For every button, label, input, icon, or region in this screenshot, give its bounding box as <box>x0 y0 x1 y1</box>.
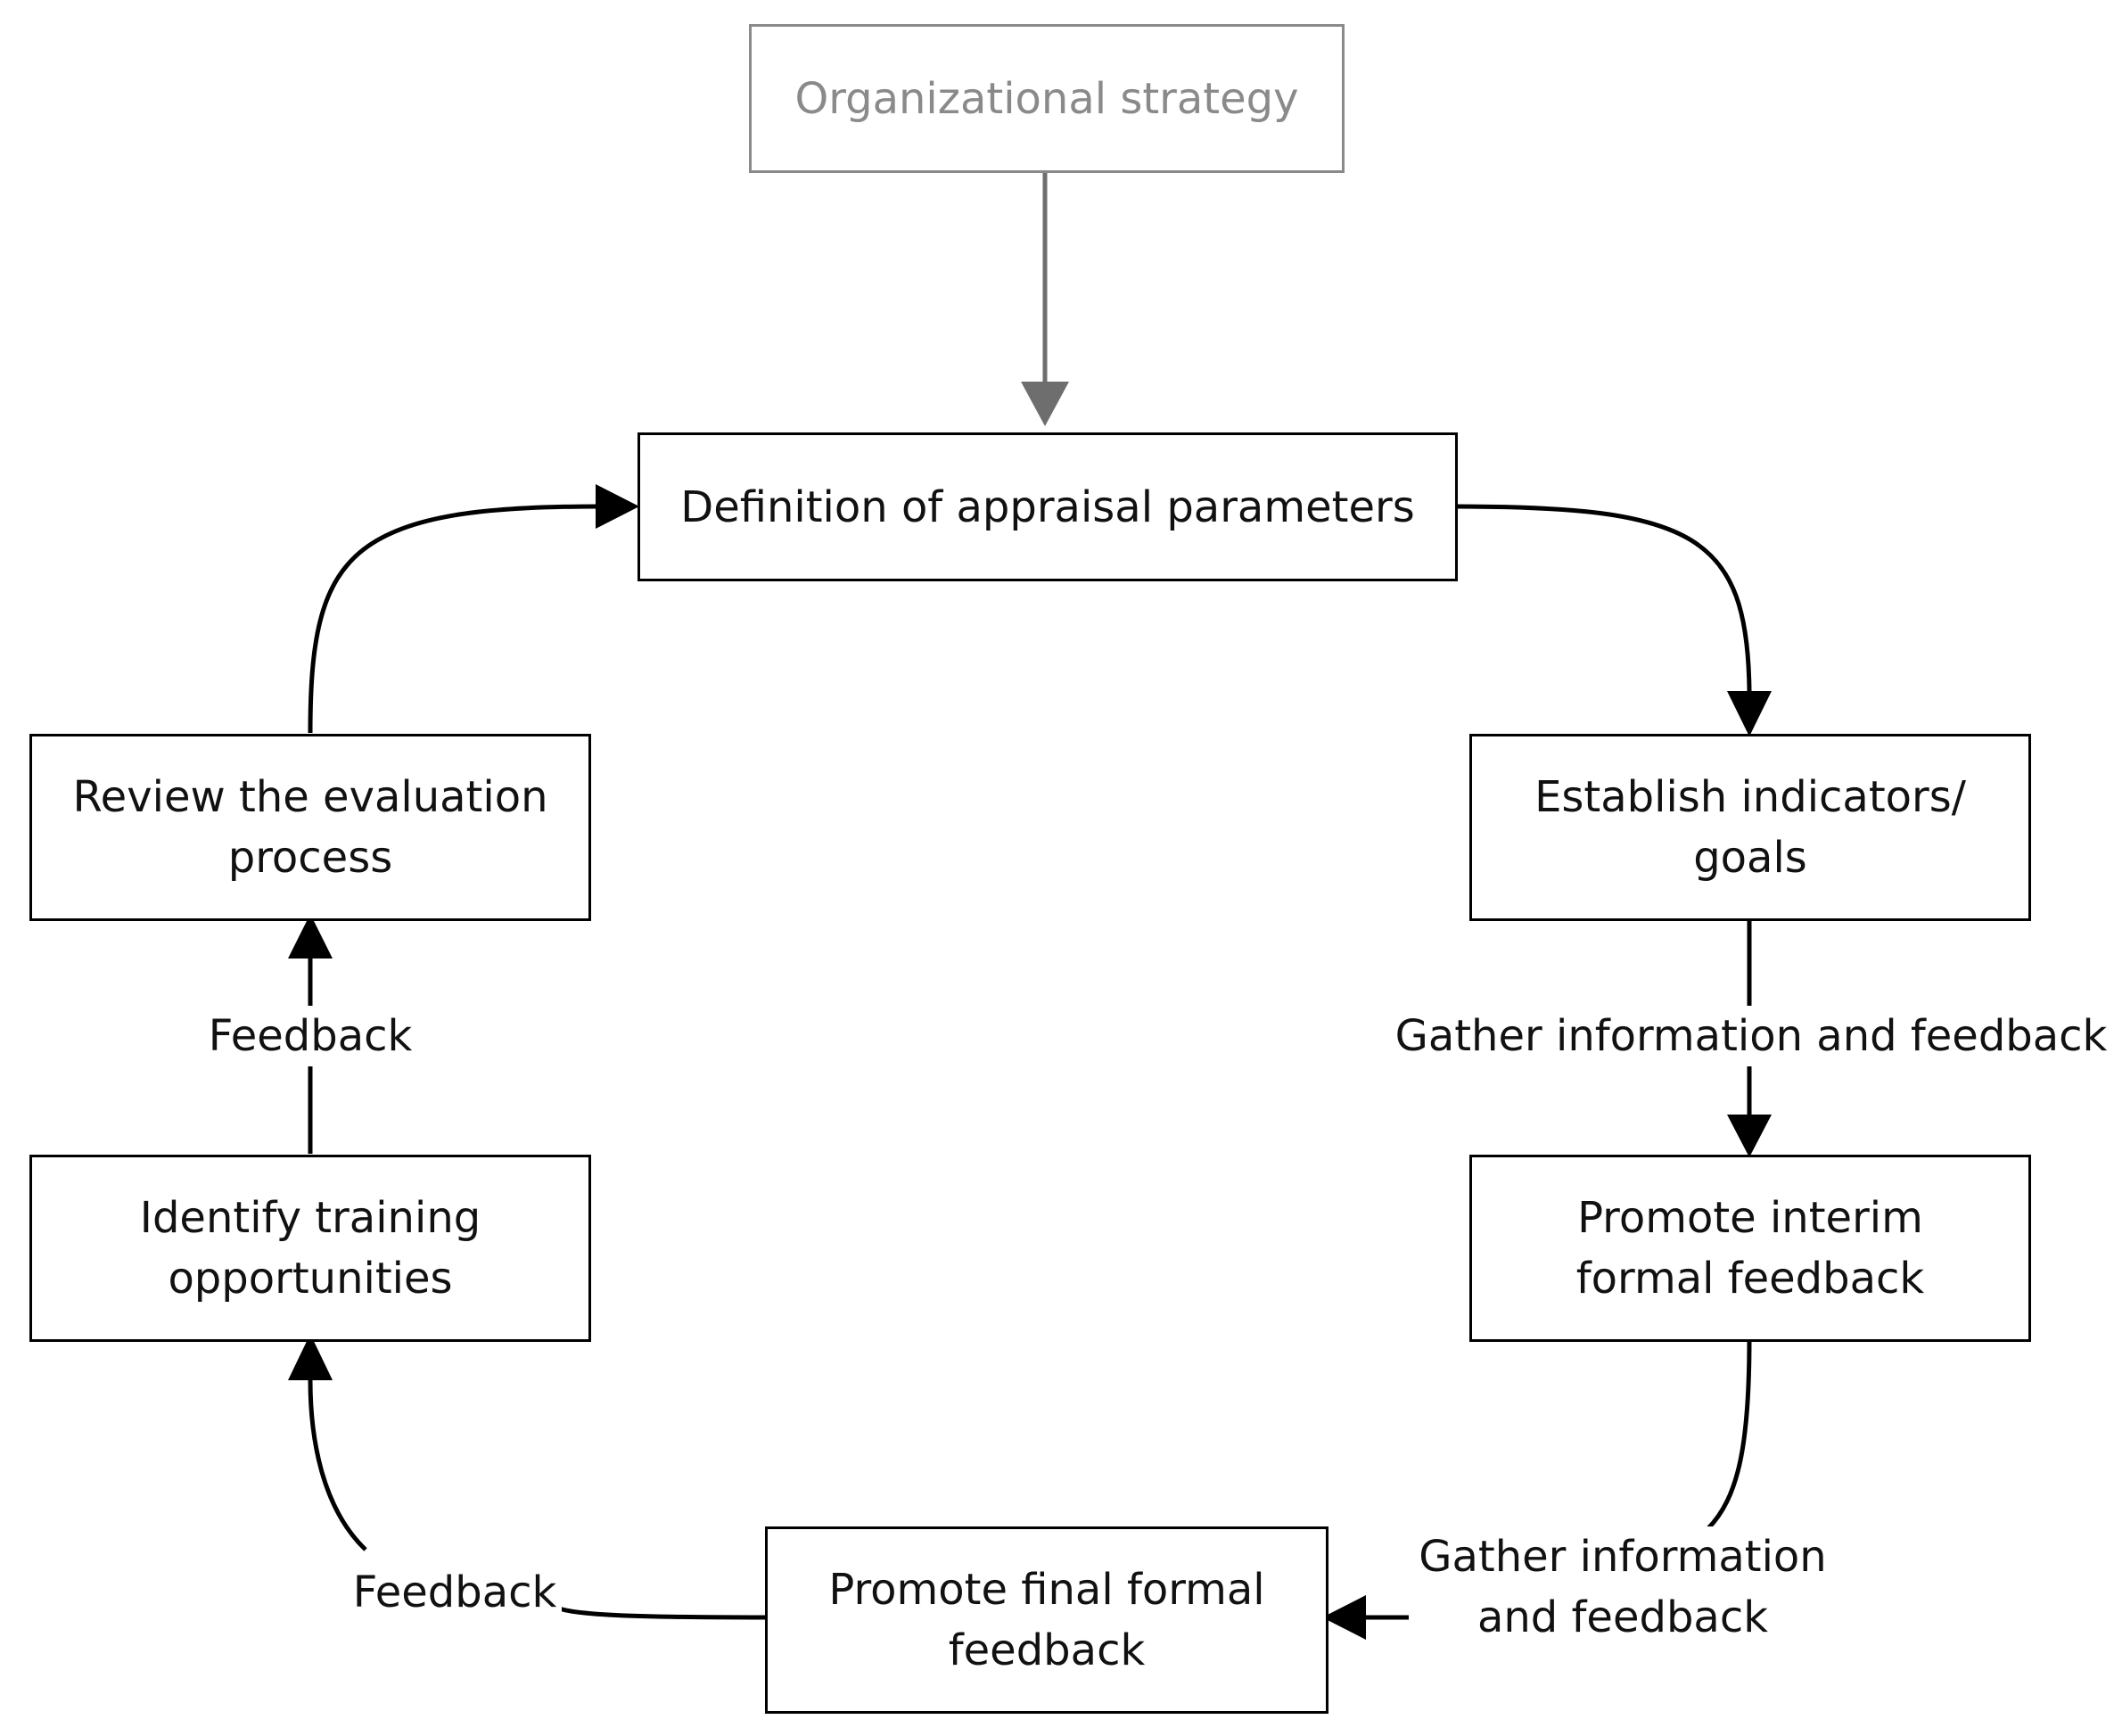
node-establish-indicators-goals: Establish indicators/ goals <box>1469 734 2031 921</box>
edge-definition-to-establish <box>1454 504 1752 692</box>
node-label: Definition of appraisal parameters <box>680 481 1415 532</box>
node-review-the-evaluation-process: Review the evaluation process <box>29 734 591 921</box>
node-label-line-1: Promote final formal <box>828 1565 1265 1615</box>
edge-label-gather-information-and-feedback-2: Gather information and feedback <box>1409 1526 1837 1648</box>
node-label-line-2: formal feedback <box>1575 1254 1925 1304</box>
node-definition-of-appraisal-parameters: Definition of appraisal parameters <box>637 432 1458 581</box>
edge-label-line-2: and feedback <box>1477 1592 1769 1642</box>
edge-label-gather-information-and-feedback: Gather information and feedback <box>1393 1006 2110 1066</box>
edge-label-feedback-training: Feedback <box>203 1006 417 1066</box>
node-promote-interim-formal-feedback: Promote interim formal feedback <box>1469 1155 2031 1342</box>
arrowhead-establish <box>1727 691 1772 736</box>
edge-label-line: Feedback <box>208 1011 413 1061</box>
node-label-line-1: Review the evaluation <box>72 772 548 822</box>
node-label-line-1: Identify training <box>139 1193 481 1243</box>
node-label-line-2: feedback <box>948 1625 1146 1675</box>
node-label-line-1: Establish indicators/ <box>1534 772 1966 822</box>
node-organizational-strategy: Organizational strategy <box>749 24 1345 173</box>
arrowhead-interim <box>1727 1115 1772 1157</box>
arrowhead-review <box>288 914 333 959</box>
edge-label-line: Gather information and feedback <box>1394 1011 2108 1061</box>
edge-label-feedback-final: Feedback <box>348 1562 562 1623</box>
node-promote-final-formal-feedback: Promote final formal feedback <box>765 1526 1328 1714</box>
arrowhead-training <box>288 1334 333 1380</box>
node-identify-training-opportunities: Identify training opportunities <box>29 1155 591 1342</box>
node-label-line-2: process <box>227 833 393 883</box>
node-label-line-2: goals <box>1693 833 1807 883</box>
edge-final-to-training <box>551 1603 766 1620</box>
node-label-line-1: Promote interim <box>1577 1193 1923 1243</box>
arrowhead-definition-from-review <box>596 484 639 529</box>
edge-final-to-training-curve <box>308 1379 367 1551</box>
arrowhead-definition-from-strategy <box>1021 382 1069 426</box>
edge-label-line-1: Gather information <box>1419 1532 1827 1582</box>
edge-label-line: Feedback <box>352 1567 557 1617</box>
edge-interim-to-final <box>1706 1337 1752 1531</box>
edge-review-to-definition <box>308 504 598 734</box>
node-label: Organizational strategy <box>794 73 1299 124</box>
arrowhead-final <box>1322 1595 1366 1640</box>
node-label-line-2: opportunities <box>168 1254 453 1304</box>
